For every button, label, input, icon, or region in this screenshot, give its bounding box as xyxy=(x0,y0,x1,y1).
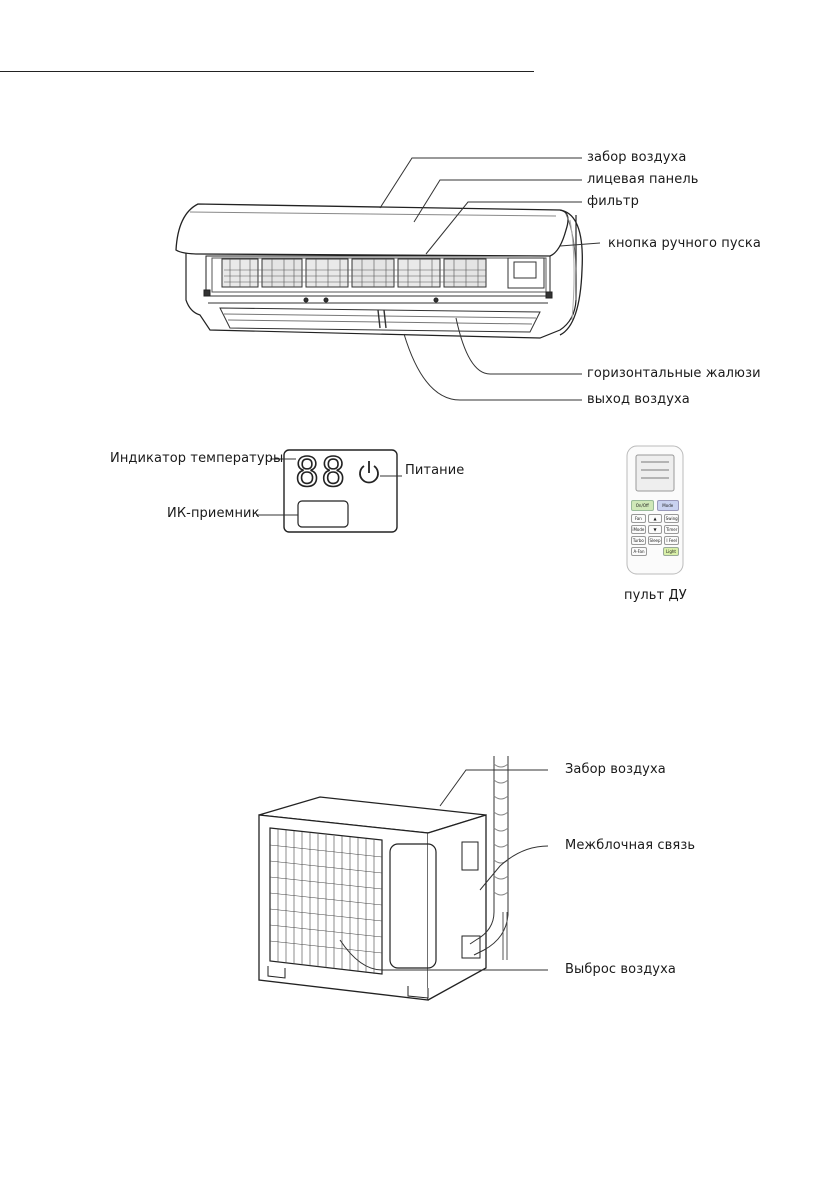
display-leaders xyxy=(256,458,402,516)
indoor-air-outlet-label: выход воздуха xyxy=(587,392,690,407)
interconnect-pipe xyxy=(469,756,509,960)
remote-imode-button: iMode xyxy=(631,525,646,534)
remote-button-grid: On/Off Mode Fan ▲ Swing iMode ▼ Timer Tu… xyxy=(631,500,680,556)
outdoor-air-exhaust-label: Выброс воздуха xyxy=(565,962,676,977)
interconnect-label: Межблочная связь xyxy=(565,838,696,853)
filter-grid xyxy=(221,258,487,288)
remote-down-button: ▼ xyxy=(647,525,663,534)
power-label: Питание xyxy=(405,463,465,478)
indoor-air-intake-label: забор воздуха xyxy=(587,150,687,165)
header-rule xyxy=(0,71,534,72)
remote-light-button: Light xyxy=(663,547,679,556)
remote-mode-button: Mode xyxy=(656,500,679,511)
ir-receiver-label: ИК-приемник xyxy=(167,506,260,521)
louvers-label: горизонтальные жалюзи xyxy=(587,366,761,381)
outdoor-unit xyxy=(258,796,487,1001)
remote-ifeel-button: I Feel xyxy=(664,536,680,545)
fan-grille xyxy=(269,827,383,975)
temperature-digits: 88 xyxy=(294,449,348,497)
remote-afan-button: A-Fan xyxy=(631,547,647,556)
remote-timer-button: Timer xyxy=(664,525,680,534)
manual-button-label: кнопка ручного пуска xyxy=(608,236,761,251)
filter-label: фильтр xyxy=(587,194,639,209)
remote-fan-button: Fan xyxy=(631,514,646,523)
indoor-unit xyxy=(175,203,583,339)
remote-sleep-button: Sleep xyxy=(647,536,663,545)
front-panel-label: лицевая панель xyxy=(587,172,699,187)
outdoor-air-intake-label: Забор воздуха xyxy=(565,762,666,777)
remote-onoff-button: On/Off xyxy=(631,500,654,511)
remote-turbo-button: Turbo xyxy=(631,536,646,545)
display-panel xyxy=(283,449,398,533)
outdoor-leaders xyxy=(339,769,549,971)
remote-caption: пульт ДУ xyxy=(624,588,687,603)
remote-control xyxy=(626,445,684,575)
indoor-leaders xyxy=(379,157,601,401)
remote-up-button: ▲ xyxy=(647,514,663,523)
temperature-indicator-label: Индикатор температуры xyxy=(110,451,284,466)
remote-swing-button: Swing xyxy=(664,514,680,523)
